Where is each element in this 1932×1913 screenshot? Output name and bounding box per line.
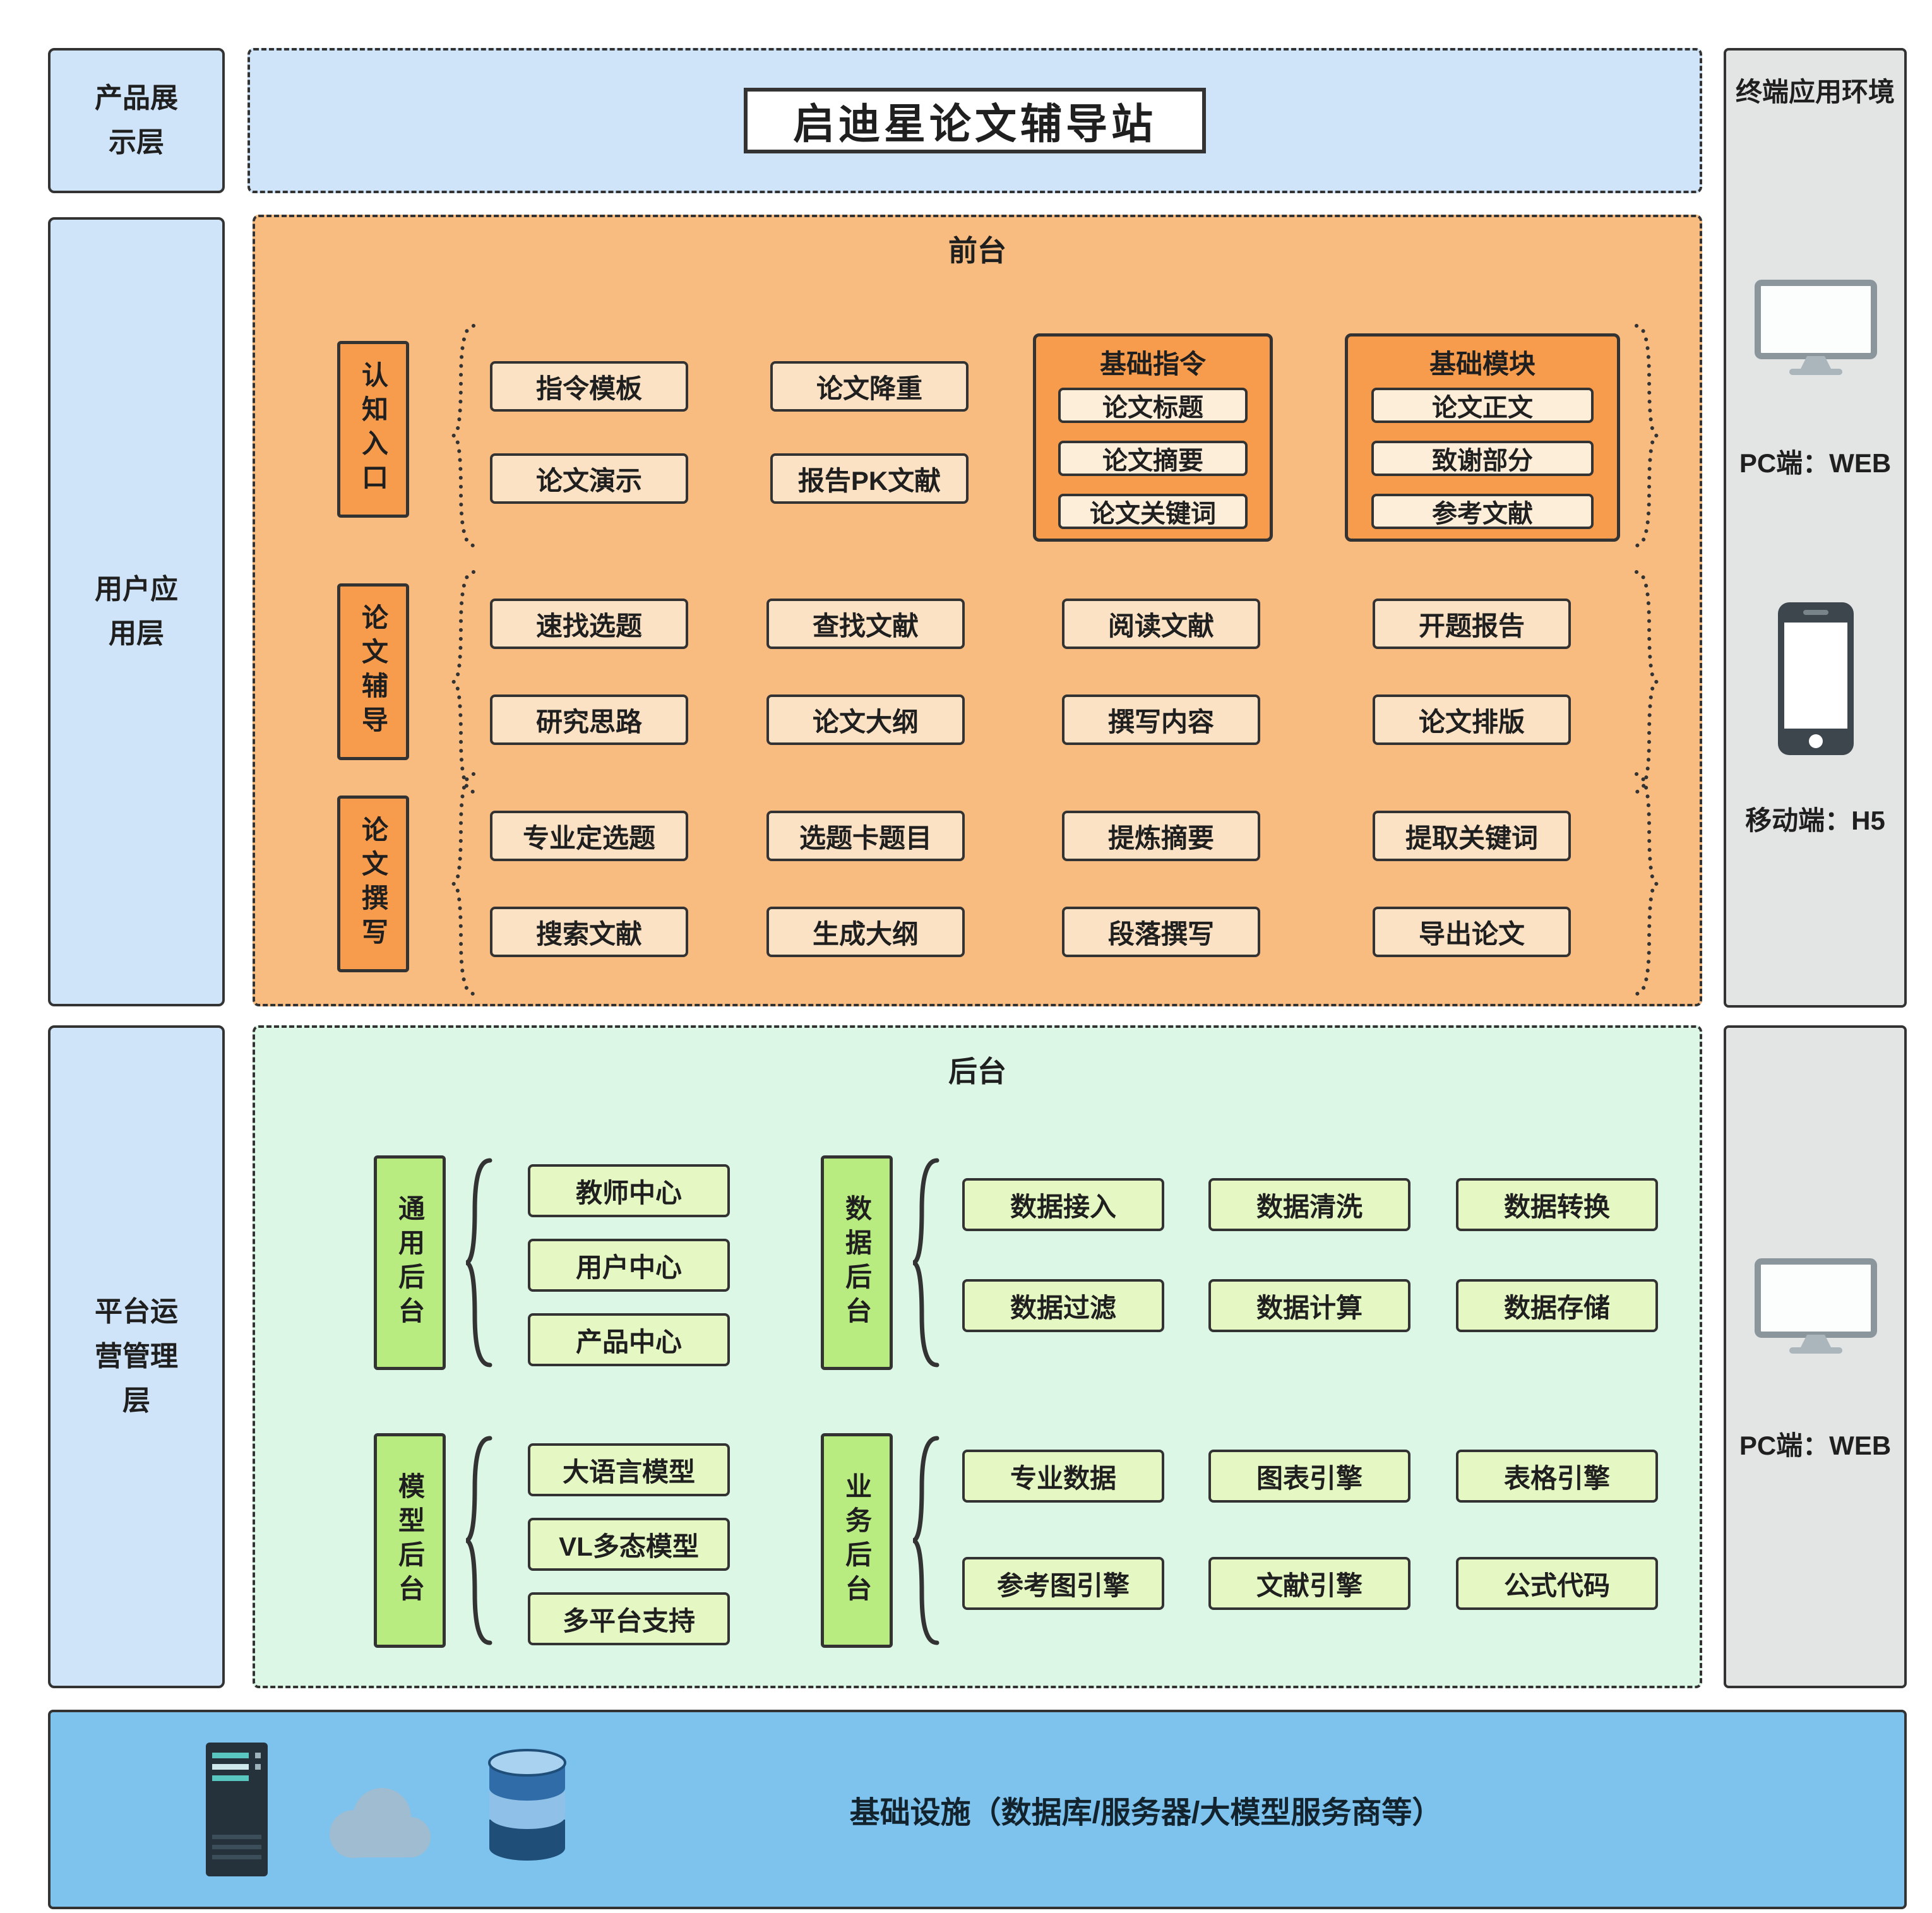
backend-item: 数据清洗 [1208,1178,1410,1231]
backend-item: 文献引擎 [1208,1557,1410,1610]
group-item: 致谢部分 [1371,441,1594,476]
frontend-item: 论文大纲 [766,694,965,745]
frontend-item: 论文演示 [490,453,688,504]
server-icon [206,1743,268,1876]
dotted-right-brace-icon [1635,324,1658,547]
left-brace-icon [465,1158,492,1368]
backend-item: 数据接入 [962,1178,1164,1231]
backend-group3-side-label: 模型后台 [374,1433,446,1648]
product-title: 启迪星论文辅导站 [744,88,1206,153]
frontend-item: 提取关键词 [1373,811,1571,861]
backend-item: 数据转换 [1456,1178,1658,1231]
backend-item: VL多态模型 [528,1518,730,1571]
frontend-row3-side-label: 论文撰写 [337,796,409,972]
backend-item: 数据过滤 [962,1279,1164,1332]
frontend-item: 生成大纲 [766,907,965,957]
frontend-item: 提炼摘要 [1062,811,1260,861]
backend-item: 多平台支持 [528,1592,730,1645]
frontend-row1-side-label: 认知入口 [337,341,409,518]
terminal-env-panel [1724,48,1907,1008]
product-display-panel: 启迪星论文辅导站 [247,48,1702,193]
frontend-item: 论文降重 [770,361,969,412]
backend-item: 产品中心 [528,1313,730,1366]
backend-group1-side-label: 通用后台 [374,1155,446,1370]
dotted-left-brace-icon [452,324,475,547]
backend-item: 用户中心 [528,1239,730,1292]
frontend-item: 报告PK文献 [770,453,969,504]
frontend-label: 前台 [948,234,1006,267]
frontend-item: 导出论文 [1373,907,1571,957]
backend-item: 教师中心 [528,1164,730,1217]
basic-modules-group: 基础模块 论文正文 致谢部分 参考文献 [1345,333,1620,542]
group-title: 基础指令 [1099,349,1206,379]
group-item: 论文正文 [1371,388,1594,423]
frontend-item: 指令模板 [490,361,688,412]
backend-item: 公式代码 [1456,1557,1658,1610]
group-item: 论文摘要 [1058,441,1248,476]
frontend-item: 撰写内容 [1062,694,1260,745]
group-item: 参考文献 [1371,494,1594,529]
left-brace-icon [912,1436,939,1645]
monitor-icon [1755,280,1877,375]
frontend-item: 研究思路 [490,694,688,745]
frontend-row2-side-label: 论文辅导 [337,583,409,760]
backend-item: 专业数据 [962,1450,1164,1503]
backend-item: 图表引擎 [1208,1450,1410,1503]
infrastructure-label: 基础设施（数据库/服务器/大模型服务商等） [849,1796,1443,1830]
frontend-item: 段落撰写 [1062,907,1260,957]
group-item: 论文关键词 [1058,494,1248,529]
left-brace-icon [465,1436,492,1645]
frontend-item: 论文排版 [1373,694,1571,745]
backend-item: 数据存储 [1456,1279,1658,1332]
backend-group2-side-label: 数据后台 [821,1155,893,1370]
frontend-item: 阅读文献 [1062,599,1260,649]
pc-web-label-2: PC端：WEB [1739,1430,1892,1460]
cloud-icon [330,1788,431,1858]
left-brace-icon [912,1158,939,1368]
database-icon [488,1749,566,1861]
backend-item: 数据计算 [1208,1279,1410,1332]
dotted-left-brace-icon [452,570,475,794]
dotted-right-brace-icon [1635,772,1658,996]
frontend-item: 专业定选题 [490,811,688,861]
dotted-left-brace-icon [452,772,475,996]
frontend-item: 选题卡题目 [766,811,965,861]
mobile-h5-label: 移动端：H5 [1745,805,1885,835]
backend-item: 参考图引擎 [962,1557,1164,1610]
basic-commands-group: 基础指令 论文标题 论文摘要 论文关键词 [1033,333,1273,542]
monitor-icon [1755,1258,1877,1354]
layer-user-application: 用户应 用层 [48,217,225,1006]
frontend-item: 查找文献 [766,599,965,649]
group-title: 基础模块 [1429,349,1535,379]
layer-product-display: 产品展 示层 [48,48,225,193]
group-item: 论文标题 [1058,388,1248,423]
terminal-env-title: 终端应用环境 [1735,76,1895,107]
terminal-env-panel-2 [1724,1025,1907,1688]
backend-group4-side-label: 业务后台 [821,1433,893,1648]
smartphone-icon [1778,602,1854,755]
frontend-item: 速找选题 [490,599,688,649]
backend-label: 后台 [948,1055,1006,1088]
dotted-right-brace-icon [1635,570,1658,794]
frontend-item: 开题报告 [1373,599,1571,649]
layer-platform-operations: 平台运 营管理 层 [48,1025,225,1688]
backend-item: 表格引擎 [1456,1450,1658,1503]
backend-item: 大语言模型 [528,1443,730,1496]
pc-web-label: PC端：WEB [1739,448,1892,478]
frontend-item: 搜索文献 [490,907,688,957]
